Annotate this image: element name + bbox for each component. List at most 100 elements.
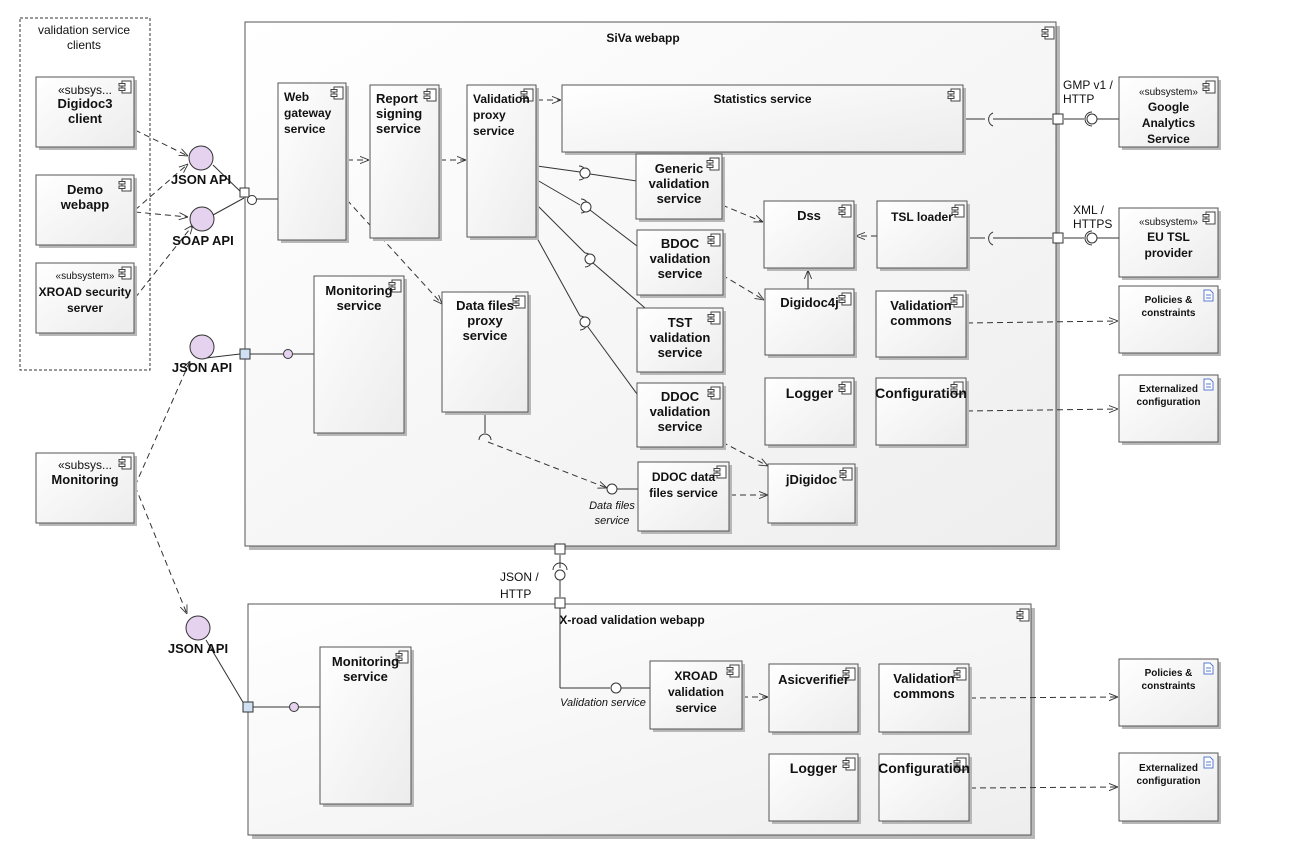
web-gateway-label-2: gateway — [284, 106, 332, 120]
demo-webapp-label-1: Demo — [67, 182, 103, 197]
tsl-loader-label-1: TSL loader — [891, 210, 953, 224]
digidoc3-client-label-2: client — [68, 111, 103, 126]
validation-commons-label-2: commons — [890, 313, 951, 328]
xr-monitoring-service-label-2: service — [343, 669, 388, 684]
xr-monitoring-service-label-1: Monitoring — [332, 654, 399, 669]
externalized-1-component[interactable]: Externalized configuration — [1118, 374, 1221, 445]
tsl-loader-component[interactable]: TSL loader — [876, 200, 970, 271]
soap-api-label: SOAP API — [172, 233, 233, 248]
jdigidoc-label-1: jDigidoc — [785, 472, 837, 487]
externalized-1-label-2: configuration — [1137, 397, 1201, 408]
component-icon — [707, 311, 721, 325]
bdoc-validation-label-1: BDOC — [661, 236, 700, 251]
data-files-label-2: service — [595, 515, 630, 527]
digidoc4j-component[interactable]: Digidoc4j — [764, 288, 857, 358]
component-icon — [520, 88, 534, 102]
validation-proxy-label-3: service — [473, 124, 515, 138]
monitoring-service-label-2: service — [337, 298, 382, 313]
validation-proxy-component[interactable]: Validation proxy service — [466, 84, 539, 240]
bdoc-validation-label-3: service — [658, 266, 703, 281]
xroad-security-server-label-1: XROAD security — [39, 285, 132, 299]
component-icon — [330, 86, 344, 100]
configuration-component[interactable]: Configuration — [875, 377, 969, 448]
xr-logger-component[interactable]: Logger — [768, 753, 861, 824]
xr-validation-commons-label-2: commons — [893, 686, 954, 701]
monitoring-json-api-label: JSON API — [172, 360, 232, 375]
jdigidoc-component[interactable]: jDigidoc — [767, 463, 858, 526]
document-icon — [1203, 662, 1214, 675]
component-icon — [953, 667, 967, 681]
policies-1-label-1: Policies & — [1145, 295, 1193, 306]
policies-2-component[interactable]: Policies & constraints — [1118, 658, 1221, 729]
report-signing-label-2: signing — [376, 106, 422, 121]
xr-logger-label-1: Logger — [790, 760, 838, 776]
stereotype-label: «subsys... — [58, 83, 112, 97]
asicverifier-component[interactable]: Asicverifier — [768, 663, 861, 735]
component-icon — [512, 295, 526, 309]
component-icon — [839, 467, 853, 481]
generic-validation-label-2: validation — [649, 176, 710, 191]
dss-component[interactable]: Dss — [763, 200, 857, 271]
report-signing-label-3: service — [376, 121, 421, 136]
xroad-json-api-interface[interactable] — [185, 615, 211, 641]
clients-frame-title-1: validation service — [38, 23, 130, 37]
policies-2-label-1: Policies & — [1145, 668, 1193, 679]
component-icon — [1016, 608, 1030, 622]
digidoc4j-label-1: Digidoc4j — [780, 295, 839, 310]
statistics-service-component[interactable]: Statistics service — [561, 84, 966, 155]
logger-component[interactable]: Logger — [764, 377, 857, 448]
gmp-label-2: HTTP — [1063, 92, 1094, 106]
xr-validation-commons-label-1: Validation — [893, 671, 954, 686]
xml-label-2: HTTPS — [1073, 217, 1112, 231]
xroad-webapp-title: X-road validation webapp — [559, 613, 704, 627]
component-icon — [842, 757, 856, 771]
policies-1-label-2: constraints — [1142, 308, 1196, 319]
data-files-proxy-label-2: proxy — [467, 313, 503, 328]
monitoring-json-api-interface[interactable] — [189, 334, 215, 360]
validation-proxy-label-2: proxy — [473, 108, 506, 122]
soap-api-interface[interactable] — [189, 206, 215, 232]
web-gateway-label-1: Web — [284, 90, 309, 104]
gmp-label-1: GMP v1 / — [1063, 78, 1113, 92]
policies-2-label-2: constraints — [1142, 681, 1196, 692]
validation-service-label: Validation service — [560, 697, 646, 709]
validation-proxy-label-1: Validation — [473, 92, 530, 106]
component-icon — [388, 279, 402, 293]
component-icon — [726, 664, 740, 678]
stereotype-label: «subsystem» — [1139, 217, 1198, 228]
component-icon — [713, 465, 727, 479]
document-icon — [1203, 756, 1214, 769]
component-icon — [118, 266, 132, 280]
policies-1-component[interactable]: Policies & constraints — [1118, 285, 1221, 356]
json-api-interface[interactable] — [188, 145, 214, 171]
component-icon — [118, 178, 132, 192]
ddoc-validation-label-2: validation — [650, 404, 711, 419]
externalized-2-label-2: configuration — [1137, 776, 1201, 787]
component-icon — [1041, 26, 1055, 40]
monitoring-client-component[interactable]: «subsys...Monitoring — [35, 452, 137, 526]
ddoc-validation-label-3: service — [658, 419, 703, 434]
xr-configuration-component[interactable]: Configuration — [878, 753, 972, 824]
externalized-1-label-1: Externalized — [1139, 384, 1198, 395]
configuration-label-1: Configuration — [875, 385, 967, 401]
tst-validation-label-2: validation — [650, 330, 711, 345]
